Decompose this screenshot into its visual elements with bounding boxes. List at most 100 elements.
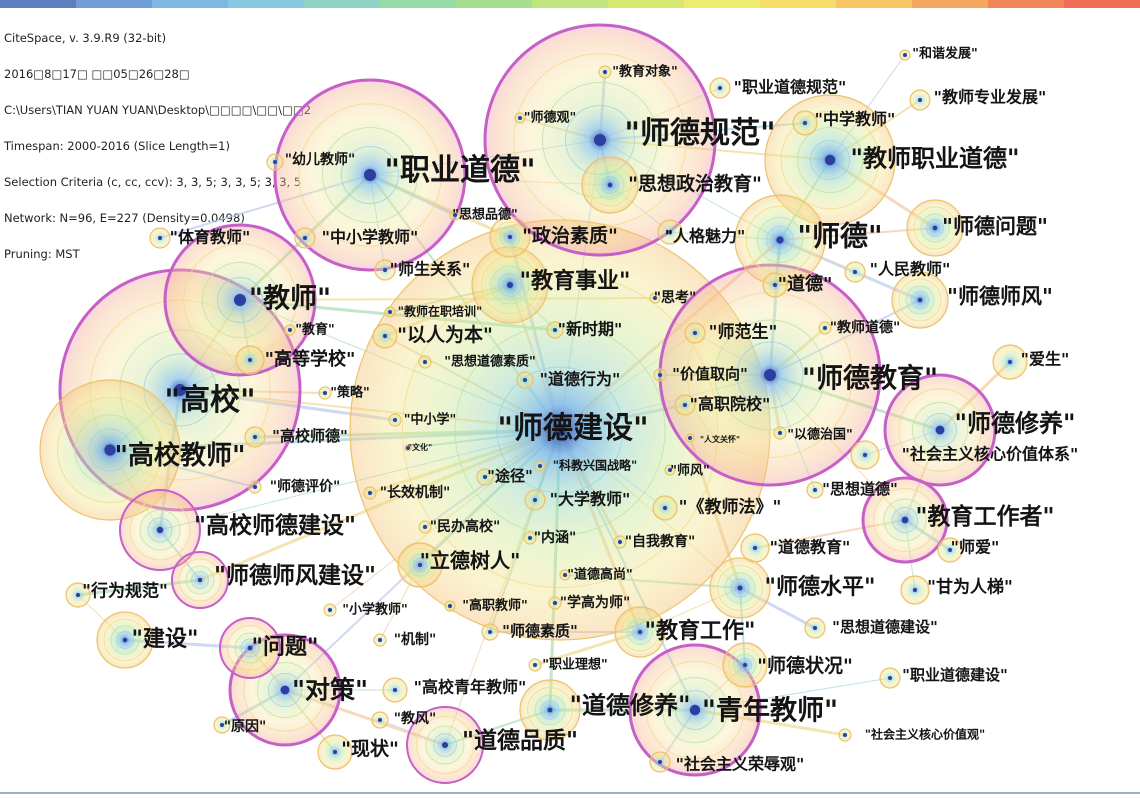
keyword-node[interactable]: [219, 617, 281, 679]
keyword-node[interactable]: [992, 344, 1028, 380]
keyword-node[interactable]: [363, 486, 377, 500]
keyword-node[interactable]: [559, 569, 571, 581]
keyword-node[interactable]: [406, 706, 484, 784]
keyword-node[interactable]: [649, 751, 671, 773]
keyword-node[interactable]: [318, 386, 332, 400]
keyword-node[interactable]: [614, 606, 666, 658]
node-core: [607, 182, 613, 188]
keyword-node[interactable]: [39, 379, 181, 521]
keyword-node[interactable]: [371, 711, 389, 729]
keyword-node[interactable]: [119, 489, 201, 571]
keyword-node[interactable]: [762, 272, 788, 298]
keyword-node[interactable]: [235, 345, 265, 375]
keyword-node[interactable]: [900, 575, 930, 605]
keyword-node[interactable]: [850, 440, 880, 470]
keyword-node[interactable]: [373, 633, 387, 647]
keyword-node[interactable]: [171, 551, 229, 609]
keyword-node[interactable]: [598, 65, 612, 79]
keyword-node[interactable]: [476, 468, 494, 486]
keyword-node[interactable]: [284, 324, 296, 336]
keyword-node[interactable]: [879, 667, 901, 689]
keyword-node[interactable]: [534, 460, 546, 472]
timeline-slice: [456, 0, 532, 8]
keyword-node[interactable]: [374, 259, 396, 281]
keyword-node[interactable]: [806, 481, 824, 499]
keyword-node[interactable]: [740, 533, 770, 563]
keyword-node[interactable]: [548, 596, 562, 610]
keyword-node[interactable]: [213, 716, 231, 734]
keyword-node[interactable]: [649, 292, 661, 304]
keyword-node[interactable]: [722, 642, 768, 688]
node-core: [778, 431, 782, 435]
keyword-node[interactable]: [684, 322, 706, 344]
keyword-node[interactable]: [388, 413, 402, 427]
keyword-label: "师德师风建设": [214, 562, 376, 589]
node-ring: [322, 127, 418, 223]
keyword-node[interactable]: [906, 199, 964, 257]
keyword-node[interactable]: [838, 728, 852, 742]
timeline-slice: [684, 0, 760, 8]
node-ring: [498, 273, 522, 297]
node-core: [935, 425, 945, 435]
keyword-node[interactable]: [581, 156, 639, 214]
keyword-node[interactable]: [883, 373, 997, 487]
keyword-node[interactable]: [489, 216, 531, 258]
keyword-node[interactable]: [792, 110, 818, 136]
node-core: [903, 53, 907, 57]
keyword-node[interactable]: [317, 734, 353, 770]
keyword-node[interactable]: [818, 321, 832, 335]
keyword-node[interactable]: [613, 535, 627, 549]
keyword-node[interactable]: [418, 355, 432, 369]
keyword-node[interactable]: [664, 464, 676, 476]
node-core: [803, 121, 807, 125]
keyword-node[interactable]: [444, 600, 456, 612]
keyword-node[interactable]: [657, 219, 683, 245]
keyword-node[interactable]: [891, 271, 949, 329]
keyword-node[interactable]: [294, 227, 316, 249]
keyword-node[interactable]: [861, 476, 949, 564]
keyword-node[interactable]: [653, 368, 667, 382]
node-ring: [728, 648, 762, 682]
node-core: [328, 608, 332, 612]
keyword-node[interactable]: [652, 495, 678, 521]
keyword-node[interactable]: [449, 209, 461, 221]
keyword-node[interactable]: [524, 489, 546, 511]
keyword-node[interactable]: [248, 480, 262, 494]
keyword-node[interactable]: [266, 153, 284, 171]
keyword-node[interactable]: [323, 603, 337, 617]
keyword-node[interactable]: [96, 611, 154, 669]
keyword-node[interactable]: [372, 323, 398, 349]
keyword-node[interactable]: [481, 623, 499, 641]
keyword-node[interactable]: [937, 537, 963, 563]
keyword-node[interactable]: [709, 77, 731, 99]
keyword-node[interactable]: [674, 394, 696, 416]
keyword-node[interactable]: [685, 433, 695, 443]
keyword-node[interactable]: [65, 582, 91, 608]
keyword-node[interactable]: [528, 658, 542, 672]
keyword-node[interactable]: [384, 306, 396, 318]
keyword-node[interactable]: [909, 89, 931, 111]
keyword-node[interactable]: [899, 49, 911, 61]
node-ring: [913, 206, 957, 250]
keyword-node[interactable]: [244, 426, 266, 448]
keyword-node[interactable]: [514, 112, 526, 124]
keyword-node[interactable]: [516, 371, 534, 389]
keyword-node[interactable]: [483, 23, 717, 257]
timeline-slice: [608, 0, 684, 8]
keyword-node[interactable]: [404, 444, 412, 452]
info-line-version: CiteSpace, v. 3.9.R9 (32-bit): [4, 31, 167, 45]
keyword-node[interactable]: [804, 617, 826, 639]
keyword-node[interactable]: [519, 679, 581, 741]
keyword-node[interactable]: [273, 78, 467, 272]
keyword-node[interactable]: [546, 321, 564, 339]
keyword-node[interactable]: [397, 542, 443, 588]
keyword-node[interactable]: [149, 227, 171, 249]
keyword-label: "道德修养": [569, 691, 690, 720]
keyword-node[interactable]: [382, 677, 408, 703]
keyword-node[interactable]: [709, 557, 771, 619]
keyword-node[interactable]: [773, 426, 787, 440]
keyword-node[interactable]: [523, 531, 537, 545]
keyword-node[interactable]: [844, 261, 866, 283]
keyword-node[interactable]: [418, 520, 432, 534]
